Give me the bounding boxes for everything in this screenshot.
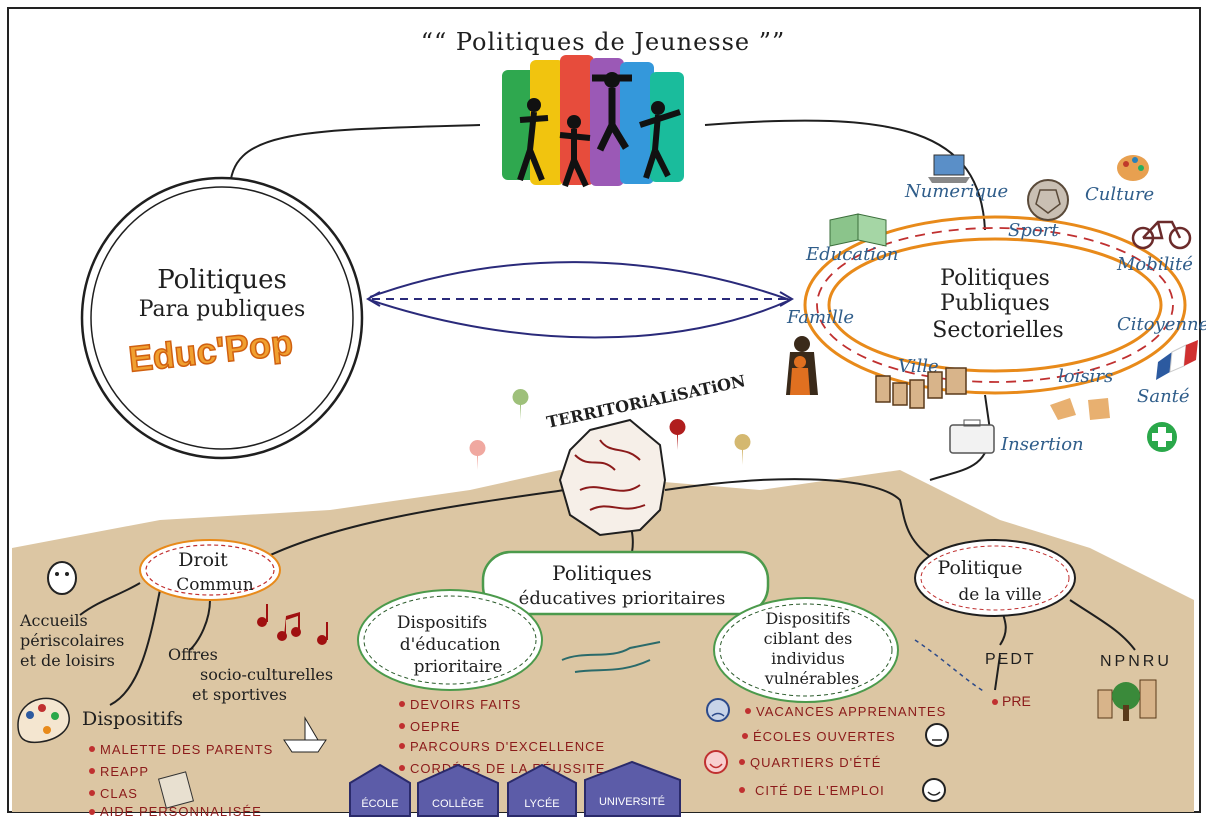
dispositifs-title: Dispositifs [82,708,183,730]
offres-line2: socio-culturelles [200,665,333,684]
sector-label-citoyennete: Citoyenneté [1117,314,1206,335]
svg-text:UNIVERSITÉ: UNIVERSITÉ [599,795,665,808]
education-prioritaire-item-2: OEPRE [410,719,461,734]
ciblant-item-2: ÉCOLES OUVERTES [753,729,896,744]
sectoral-oval: Politiques Publiques Sectorielles [803,215,1187,395]
ciblant-line4: vulnérables [764,669,859,688]
education-prioritaire-node: Dispositifs d'éducation prioritaire [357,589,543,691]
sectoral-title-line3: Sectorielles [932,318,1063,343]
school-ecole: ÉCOLE [349,763,411,817]
education-prioritaire-item-3: PARCOURS D'EXCELLENCE [410,739,605,754]
prioritaires-line2: éducatives prioritaires [519,588,726,609]
school-universite: UNIVERSITÉ [584,760,681,817]
neutral-face-icon [925,723,949,747]
family-icon [786,336,818,395]
sectoral-title-line1: Politiques [940,266,1050,291]
ciblant-line3: individus [771,649,845,668]
pre-label: PRE [1002,693,1031,709]
education-prioritaire-item-1: DEVOIRS FAITS [410,697,521,712]
music-notes-icon [257,604,328,645]
theatre-mask-icon [47,561,77,595]
ciblant-node: Dispositifs ciblant des individus vulnér… [713,597,899,703]
droit-commun-item-4: AIDE PERSONNALISÉE [100,804,262,818]
pre-arrow [914,639,986,693]
notebook-icon [157,771,195,809]
droit-commun-node: Droit Commun [139,539,281,601]
svg-text:COLLÈGE: COLLÈGE [432,797,484,810]
palette-icon [17,697,70,744]
sector-label-famille: Famille [786,307,854,328]
tree-buildings-icon [1097,679,1157,721]
map-pin-icon [469,389,751,470]
cross-icon [1147,422,1177,452]
happy-face-icon [704,750,728,774]
ciblant-item-4: CITÉ DE L'EMPLOI [755,783,885,798]
education-prioritaire-line2: d'éducation [400,635,501,655]
accueils-line1: Accueils [19,611,88,630]
politique-ville-line1: Politique [938,557,1023,579]
sectoral-title-line2: Publiques [940,291,1050,316]
sector-label-loisirs: loisirs [1058,366,1113,387]
puzzle-icon [1050,398,1110,420]
palette-icon [1117,155,1149,181]
ciblant-line2: ciblant des [764,629,853,648]
sector-label-education: Education [805,244,899,265]
prioritaires-line1: Politiques [552,561,652,585]
handshake-icon [561,641,661,673]
territorialisation-label: TERRITORiALiSATiON [545,371,747,432]
ciblant-item-3: QUARTIERS D'ÉTÉ [750,755,881,770]
sector-label-sante: Santé [1137,386,1190,407]
sector-label-sport: Sport [1008,220,1059,241]
npnru-label: NPNRU [1100,653,1172,670]
parapublic-circle: Politiques Para publiques Educ'Pop [80,176,364,460]
accueils-line2: périscolaires [20,631,124,650]
schools-row: ÉCOLE COLLÈGE LYCÉE UNIVERSITÉ [349,760,681,817]
flag-icon [1156,340,1198,380]
sector-label-numerique: Numerique [904,181,1008,202]
politique-ville-line2: de la ville [958,585,1041,605]
ciblant-line1: Dispositifs [765,609,850,628]
school-college: COLLÈGE [417,763,499,817]
parapublic-title-line1: Politiques [157,265,287,295]
book-icon [829,213,887,247]
bicycle-icon [1131,220,1192,250]
offres-line3: et sportives [192,685,287,704]
sad-face-icon [706,698,730,722]
droit-commun-item-2: REAPP [100,764,149,779]
page-title: ““ Politiques de Jeunesse ”” [421,28,786,56]
education-prioritaire-line3: prioritaire [414,657,503,677]
prioritaires-node: Politiques éducatives prioritaires [481,550,770,616]
briefcase-icon [949,419,995,454]
accueils-line3: et de loisirs [20,651,115,670]
sector-label-insertion: Insertion [1000,434,1084,455]
droit-commun-item-1: MALETTE DES PARENTS [100,742,273,757]
droit-commun-item-3: CLAS [100,786,138,801]
sector-label-culture: Culture [1085,184,1154,205]
smile-face-icon [922,778,946,802]
svg-text:ÉCOLE: ÉCOLE [361,797,398,810]
education-prioritaire-line1: Dispositifs [397,613,487,633]
youth-jumping-image [502,55,684,188]
link-arrows [366,261,794,339]
offres-line1: Offres [168,645,218,664]
sector-label-mobilite: Mobilité [1116,254,1193,275]
pedt-label: PEDT [985,651,1036,668]
svg-text:LYCÉE: LYCÉE [524,797,559,810]
school-lycee: LYCÉE [507,763,577,817]
laptop-icon [928,154,970,183]
politique-ville-node: Politique de la ville [914,539,1076,617]
paper-boat-icon [283,716,327,753]
ciblant-item-1: VACANCES APPRENANTES [756,704,946,719]
droit-commun-line2: Commun [176,575,253,595]
buildings-icon [875,367,967,409]
droit-commun-line1: Droit [178,549,228,571]
ball-icon [1027,179,1069,221]
parapublic-title-line2: Para publiques [139,297,306,322]
